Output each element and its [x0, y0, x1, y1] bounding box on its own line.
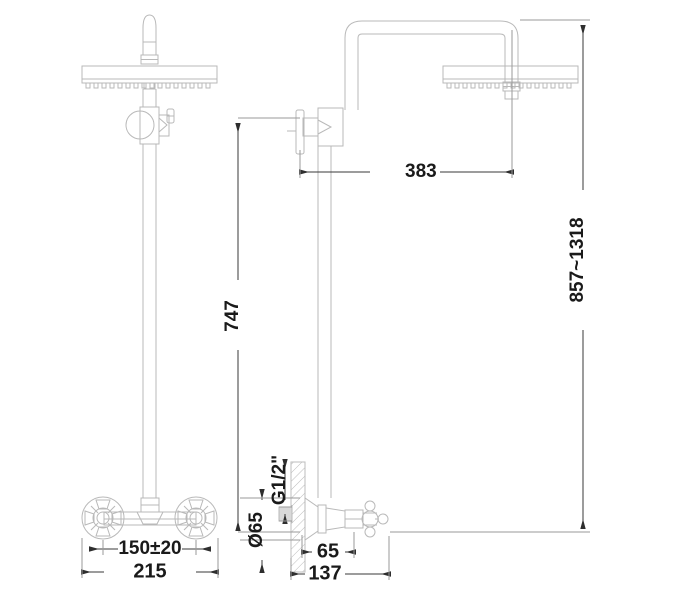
dim-65 — [301, 532, 356, 558]
wall-section-hatch — [290, 461, 306, 573]
dim-g12 — [279, 459, 292, 524]
front-riser-pipe — [142, 144, 157, 498]
dim-label-65: 65 — [317, 540, 339, 562]
dim-857-1318 — [390, 19, 590, 533]
front-top-stem — [140, 14, 159, 65]
dim-label-g12: G1/2" — [269, 455, 290, 505]
side-shower-head — [442, 65, 579, 89]
dim-137 — [290, 536, 391, 580]
front-handle-left — [81, 496, 125, 540]
dim-label-d65: Ø65 — [246, 512, 267, 548]
side-shower-arm — [344, 20, 519, 110]
dim-label-150-20: 150±20 — [118, 538, 181, 559]
dim-label-857-1318: 857~1318 — [567, 217, 588, 302]
dim-label-137: 137 — [308, 562, 341, 584]
side-view-group — [278, 20, 579, 573]
dim-383 — [299, 30, 514, 178]
side-escutcheon — [304, 497, 327, 541]
dim-label-383: 383 — [405, 161, 437, 182]
dim-d65 — [240, 489, 300, 573]
side-riser-pipe — [317, 146, 332, 498]
front-diverter-valve — [125, 106, 175, 145]
front-mixer-body — [103, 497, 197, 526]
dim-215 — [81, 538, 219, 578]
dim-label-747: 747 — [222, 300, 243, 332]
side-shower-nozzle-row — [446, 83, 572, 89]
front-view-group — [81, 14, 218, 540]
front-shower-head — [81, 65, 218, 90]
dimension-labels: 383 747 857~1318 150±20 215 Ø65 G1/2" 65… — [118, 161, 588, 584]
dim-747 — [235, 117, 300, 533]
side-handle — [361, 500, 389, 538]
front-handle-right — [174, 496, 218, 540]
side-wall-bracket — [287, 107, 344, 155]
shower-nozzle-row — [85, 83, 211, 89]
dim-150-20 — [89, 540, 211, 555]
dim-label-215: 215 — [133, 560, 166, 582]
front-upper-riser — [142, 89, 157, 107]
dimension-annotations — [81, 19, 590, 580]
side-mixer-body — [325, 507, 364, 531]
